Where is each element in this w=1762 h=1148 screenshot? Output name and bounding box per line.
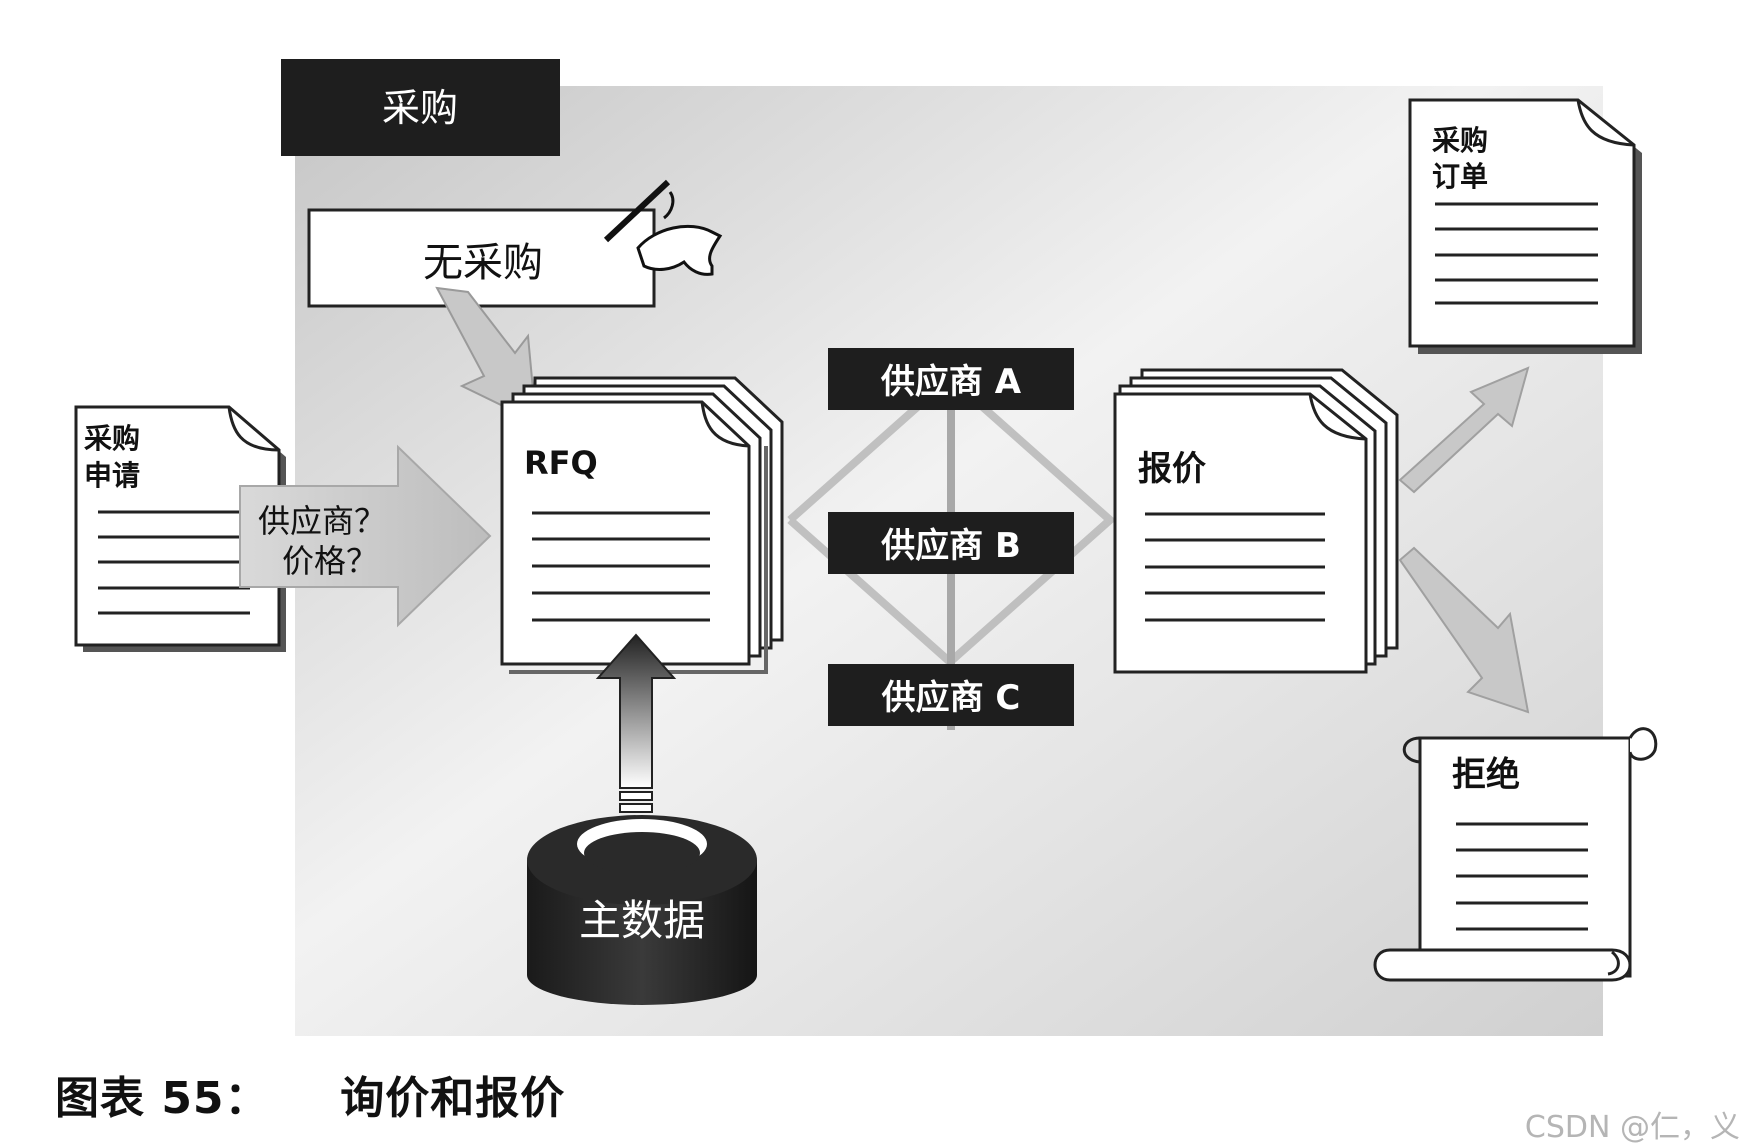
no-purchase-note: 无采购 xyxy=(307,208,656,308)
vendor-a-label: 供应商 A xyxy=(880,362,1022,402)
quotation-label: 报价 xyxy=(1138,449,1206,489)
rejection-scroll: 拒绝 xyxy=(1373,727,1658,982)
figure-caption: 图表 55： 询价和报价 xyxy=(55,1062,565,1126)
vendor-c-label: 供应商 C xyxy=(881,678,1021,718)
figure-title: 询价和报价 xyxy=(340,1073,566,1124)
no-purchase-arrow xyxy=(435,286,538,424)
question-arrow-line1: 供应商？ xyxy=(258,502,386,540)
purchase-order-label-line1: 采购 xyxy=(1432,124,1488,157)
master-data-label: 主数据 xyxy=(579,896,705,945)
question-arrow-line2: 价格？ xyxy=(282,542,378,580)
purchase-request-label-line1: 采购 xyxy=(84,422,140,455)
vendor-price-question-arrow: 供应商？ 价格？ xyxy=(239,444,492,628)
rfq-document-stack: RFQ xyxy=(500,376,784,674)
vendor-c: 供应商 C xyxy=(828,664,1074,726)
rfq-label: RFQ xyxy=(524,444,598,482)
no-purchase-note-label: 无采购 xyxy=(423,240,543,286)
purchase-order-document: 采购 订单 xyxy=(1408,98,1642,354)
vendor-b: 供应商 B xyxy=(828,512,1074,574)
purchase-order-label-line2: 订单 xyxy=(1432,160,1488,193)
master-data-arrow xyxy=(595,633,677,813)
purchase-request-label-line2: 申请 xyxy=(84,459,140,492)
vendor-b-label: 供应商 B xyxy=(880,526,1021,566)
purchase-request-document: 采购 申请 xyxy=(74,405,286,652)
vendor-flow-connectors xyxy=(787,372,1117,668)
rejection-label: 拒绝 xyxy=(1452,755,1520,795)
module-tab: 采购 xyxy=(281,59,560,156)
quotation-document-stack: 报价 xyxy=(1113,368,1399,674)
order-outcome-arrows xyxy=(1398,366,1530,714)
master-data-cylinder-icon: 主数据 xyxy=(527,815,757,1005)
hand-writing-icon xyxy=(603,179,723,276)
source-watermark: CSDN @仁，义 xyxy=(1524,1110,1740,1145)
vendor-a: 供应商 A xyxy=(828,348,1074,410)
figure-number: 图表 55： xyxy=(55,1073,270,1124)
module-tab-label: 采购 xyxy=(382,86,458,130)
